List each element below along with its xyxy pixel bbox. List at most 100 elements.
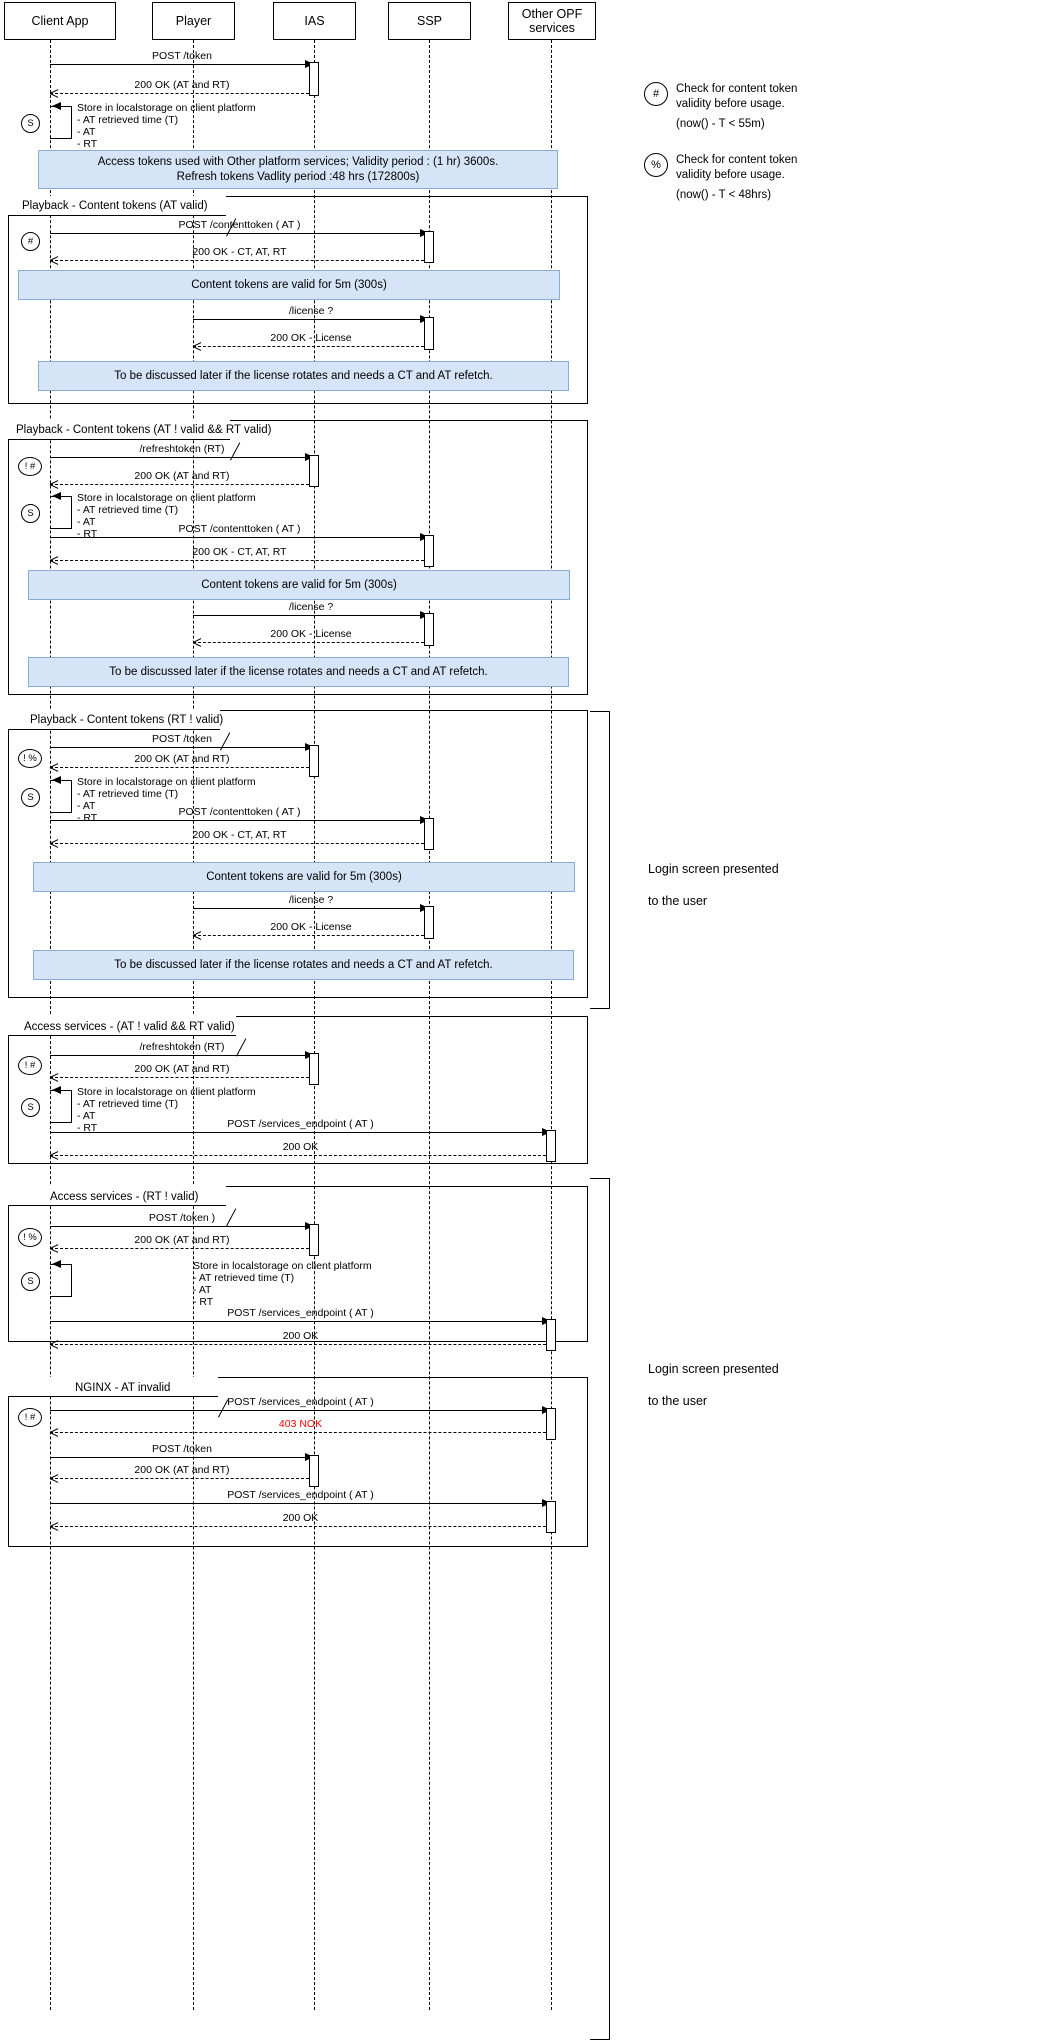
msg-label-post-token-0: POST /token [152,50,212,62]
lifeline-ssp [429,40,430,2010]
store-marker-0: S [21,114,40,133]
actor-label-ssp: SSP [416,14,442,28]
note-access-tokens-line2: Refresh tokens Vadlity period :48 hrs (1… [176,170,420,183]
not-hash-marker-nginx: ! # [18,1408,42,1427]
store-marker-glyph: S [27,118,34,129]
percent-marker-glyph: % [651,159,661,171]
msg-label-ok-4: 200 OK [282,1141,319,1153]
store-line-2-1: - AT [77,516,96,528]
fragment-playback-at-invalid-rt-valid [8,420,588,695]
fragment-label-nginx: NGINX - AT invalid [73,1381,173,1396]
self-message-arrow-0 [52,101,61,110]
legend-condition-hash: (now() - T < 55m) [676,118,765,130]
store-marker-glyph-2: S [27,508,34,519]
note-to-be-discussed-text-3: To be discussed later if the license rot… [114,958,493,971]
store-line-2-0: - AT retrieved time (T) [77,504,179,516]
note-content-tokens-valid-2: Content tokens are valid for 5m (300s) [28,570,570,600]
self-message-arrow-5 [52,1259,61,1268]
msg-line-post-services-5 [50,1321,542,1322]
store-marker-glyph-4: S [27,1102,34,1113]
msg-line-license-req-3 [193,908,420,909]
activation-opf-6a [546,1408,556,1440]
msg-line-post-services-4 [50,1132,542,1133]
store-marker-4: S [21,1098,40,1117]
msg-label-ok-license-3: 200 OK - License [270,921,352,933]
msg-label-post-contenttoken-1: POST /contenttoken ( AT ) [178,219,301,231]
store-line-3-1: - AT [77,800,96,812]
msg-line-ok-6 [50,1526,546,1527]
activation-ssp-license-1 [424,317,434,350]
lifeline-ias [314,40,315,2010]
msg-label-ok-at-rt-5: 200 OK (AT and RT) [134,1234,230,1246]
self-message-arrow-3 [52,775,61,784]
store-line-4-2: - RT [77,1122,98,1134]
msg-line-ok-ct-at-rt-3 [50,843,424,844]
msg-label-post-token-6: POST /token [152,1443,212,1455]
msg-label-post-token-3: POST /token [152,733,212,745]
not-percent-marker-glyph-as2: ! % [23,1232,37,1243]
activation-ias-3 [309,745,319,777]
store-line-4-1: - AT [77,1110,96,1122]
fragment-playback-rt-invalid [8,710,588,998]
self-message-box-4 [50,1090,72,1123]
activation-ssp-3 [424,818,434,850]
store-marker-3: S [21,788,40,807]
store-marker-glyph-5: S [27,1276,34,1287]
msg-label-license-req-2: /license ? [288,601,334,613]
bracket-caption-login-screen-top: Login screen presented to the user [648,845,818,925]
self-message-arrow-4 [52,1085,61,1094]
msg-label-post-services-4: POST /services_endpoint ( AT ) [227,1118,374,1130]
msg-label-license-req-3: /license ? [288,894,334,906]
note-to-be-discussed-3: To be discussed later if the license rot… [33,950,574,980]
store-line-3-2: - RT [77,812,98,824]
msg-label-post-contenttoken-2: POST /contenttoken ( AT ) [178,523,301,535]
store-line-4-0: - AT retrieved time (T) [77,1098,179,1110]
msg-label-ok-5: 200 OK [282,1330,319,1342]
store-title-2: Store in localstorage on client platform [77,492,256,504]
legend-text-hash: Check for content token validity before … [676,83,798,110]
msg-label-refreshtoken-2: /refreshtoken (RT) [139,443,225,455]
store-title-3: Store in localstorage on client platform [77,776,256,788]
hash-marker-glyph: # [652,88,660,100]
msg-label-ok-ct-at-rt-1: 200 OK - CT, AT, RT [192,246,287,258]
bracket-caption-bottom-line1: Login screen presented [648,1362,779,1376]
msg-line-license-req-2 [193,615,420,616]
not-percent-marker-glyph-pb3: ! % [23,753,37,764]
activation-ias-0 [309,62,319,96]
msg-line-ok-4 [50,1155,546,1156]
activation-ias-4 [309,1053,319,1085]
msg-label-ok-at-rt-0: 200 OK (AT and RT) [134,79,230,91]
self-message-box-2 [50,496,72,529]
activation-ssp-1 [424,231,434,263]
msg-line-license-req-1 [193,319,420,320]
msg-line-post-contenttoken-2 [50,537,420,538]
activation-ias-5 [309,1224,319,1256]
bracket-caption-top-line1: Login screen presented [648,862,779,876]
hash-marker-glyph-pb1: # [27,236,34,247]
msg-line-post-token-0 [50,64,305,65]
msg-line-ok-license-3 [193,935,424,936]
bracket-caption-top-line2: to the user [648,894,708,908]
msg-line-refreshtoken-2 [50,457,305,458]
msg-line-post-token-6 [50,1457,305,1458]
msg-label-ok-at-rt-2: 200 OK (AT and RT) [134,470,230,482]
msg-line-ok-at-rt-6 [50,1478,309,1479]
msg-line-ok-at-rt-0 [50,93,309,94]
store-line-5-1: - AT [193,1284,212,1296]
fragment-label-as1: Access services - (AT ! valid && RT vali… [22,1020,237,1035]
note-access-tokens-line1: Access tokens used with Other platform s… [97,155,499,168]
msg-line-ok-license-1 [193,346,424,347]
not-percent-marker-pb3: ! % [18,749,42,768]
legend-condition-percent: (now() - T < 48hrs) [676,189,772,201]
store-line-0-2: - RT [77,138,98,150]
msg-label-403-nok: 403 NOK [278,1418,323,1430]
actor-label-client-app: Client App [31,14,89,28]
actor-head-player: Player [152,2,235,40]
note-content-tokens-valid-3: Content tokens are valid for 5m (300s) [33,862,575,892]
actor-head-other-opf-services: Other OPF services [508,2,596,40]
self-message-box-3 [50,780,72,813]
msg-line-post-services-6a [50,1410,542,1411]
note-to-be-discussed-text-2: To be discussed later if the license rot… [109,665,488,678]
store-marker-glyph-3: S [27,792,34,803]
bracket-caption-login-screen-bottom: Login screen presented to the user [648,1345,818,1425]
